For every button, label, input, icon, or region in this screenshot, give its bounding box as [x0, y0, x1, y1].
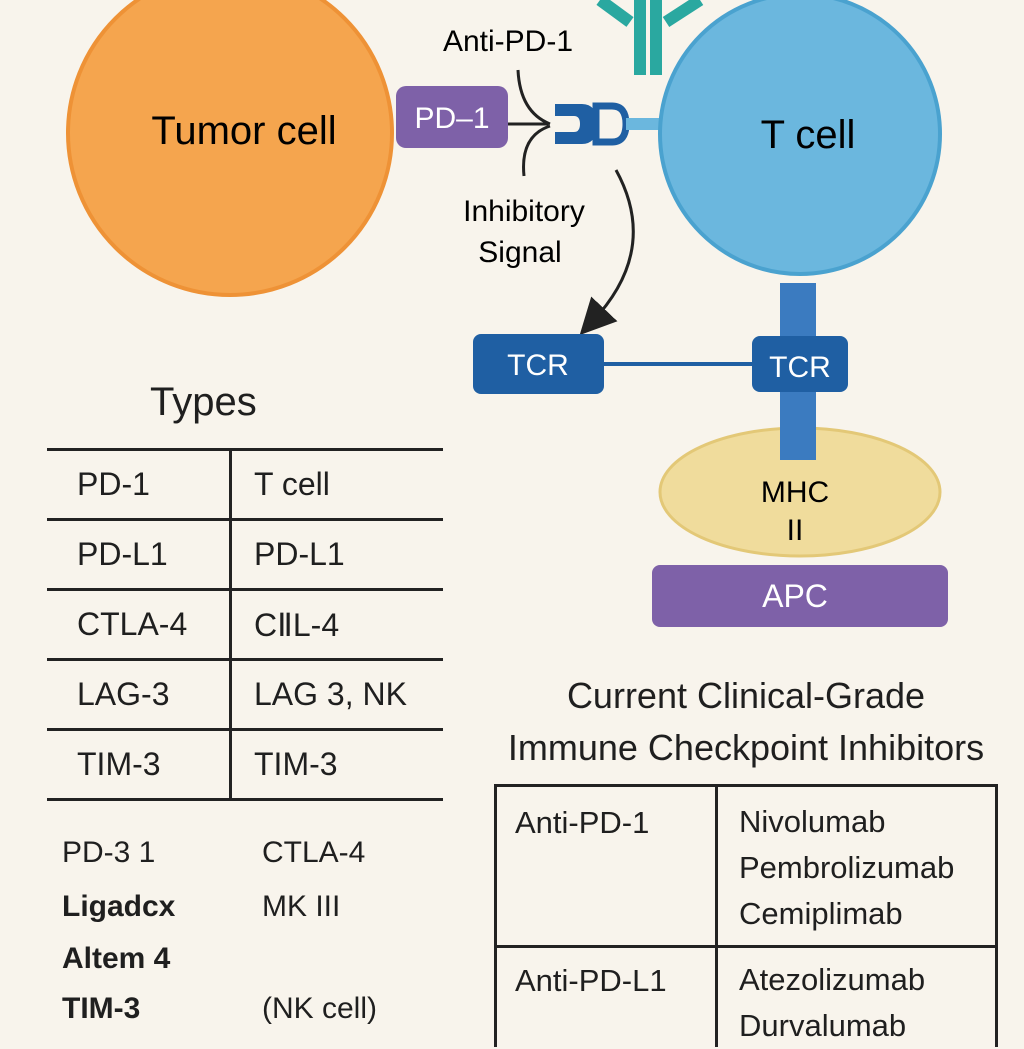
tcr-right-label: TCR [769, 351, 831, 384]
extra-item: CTLA-4 [262, 836, 366, 869]
types-cell: PD-L1 [47, 518, 231, 590]
types-cell: PD-1 [47, 448, 231, 520]
table-row: PD-1 T cell [47, 448, 443, 520]
antibody-y-icon [596, 0, 704, 75]
tumor-cell-label: Tumor cell [151, 109, 336, 153]
antibody-blocker-shape [555, 104, 597, 144]
types-cell: LAG 3, NK [229, 658, 443, 730]
tcr-stalk-lower [780, 420, 816, 460]
tumor-cell [66, 0, 394, 297]
drug-name: Cemiplimab [739, 896, 903, 931]
inhibitory-signal-line2: Signal [478, 236, 561, 269]
clinical-title-line1: Current Clinical-Grade [566, 675, 926, 716]
types-cell: T cell [229, 448, 443, 520]
types-cell: CTLA-4 [47, 588, 231, 660]
extra-item: Altem 4 [62, 942, 171, 975]
tcr-right-box [752, 336, 848, 392]
t-cell [658, 0, 942, 276]
pd1-receptor-box [396, 86, 508, 148]
clinical-category: Anti-PD-1 [515, 805, 650, 840]
drug-name: Durvalumab [739, 1008, 907, 1043]
extra-item: TIM-3 [62, 992, 141, 1025]
types-title: Types [150, 380, 257, 424]
table-row: CTLA-4 CⅡL-4 [47, 588, 443, 660]
clinical-table-divider [497, 945, 995, 948]
extra-item: (NK cell) [262, 992, 378, 1025]
drug-name: Nivolumab [739, 804, 886, 839]
clinical-title: Current Clinical-Grade Immune Checkpoint… [470, 670, 1022, 774]
extra-item: MK III [262, 890, 341, 923]
types-table: PD-1 T cell PD-L1 PD-L1 CTLA-4 CⅡL-4 LAG… [47, 448, 443, 801]
immune-checkpoint-diagram: Tumor cell PD–1 Anti-PD-1 T cell Inhibit… [66, 0, 948, 627]
pd1-label: PD–1 [414, 102, 489, 135]
inhibitory-signal-arrow [579, 169, 635, 336]
mhc-label-line1: MHC [761, 476, 829, 509]
clinical-drug-list: Atezolizumab Durvalumab [739, 957, 925, 1049]
types-cell: TIM-3 [229, 728, 443, 801]
types-cell: PD-L1 [229, 518, 443, 590]
anti-pd1-label: Anti-PD-1 [443, 25, 573, 58]
types-cell: TIM-3 [47, 728, 231, 801]
mhc-label-line2: II [787, 514, 804, 547]
clinical-title-line2: Immune Checkpoint Inhibitors [507, 727, 985, 768]
t-cell-label: T cell [761, 113, 856, 157]
extra-item: Ligadcx [62, 890, 176, 923]
table-row: PD-L1 PD-L1 [47, 518, 443, 590]
drug-name: Atezolizumab [739, 962, 926, 997]
anti-pd1-lower-curve [522, 124, 551, 177]
drug-name: Pembrolizumab [739, 850, 955, 885]
extra-item: PD-3 1 [62, 836, 156, 869]
clinical-drug-list: Nivolumab Pembrolizumab Cemiplimab [739, 799, 954, 937]
apc-label: APC [762, 578, 828, 614]
clinical-category: Anti-PD-L1 [515, 963, 667, 998]
apc-box [652, 565, 948, 627]
tcr-left-box [473, 334, 604, 394]
clinical-table-divider [715, 787, 718, 1047]
types-cell: LAG-3 [47, 658, 231, 730]
inhibitory-signal-line1: Inhibitory [463, 195, 585, 228]
tcr-left-label: TCR [507, 349, 569, 382]
types-cell: CⅡL-4 [229, 588, 443, 660]
table-row: TIM-3 TIM-3 [47, 728, 443, 801]
anti-pd1-upper-curve [516, 69, 551, 126]
pd1-binding-site-shape [592, 102, 630, 146]
clinical-table: Anti-PD-1 Nivolumab Pembrolizumab Cemipl… [494, 784, 998, 1047]
table-row: LAG-3 LAG 3, NK [47, 658, 443, 730]
